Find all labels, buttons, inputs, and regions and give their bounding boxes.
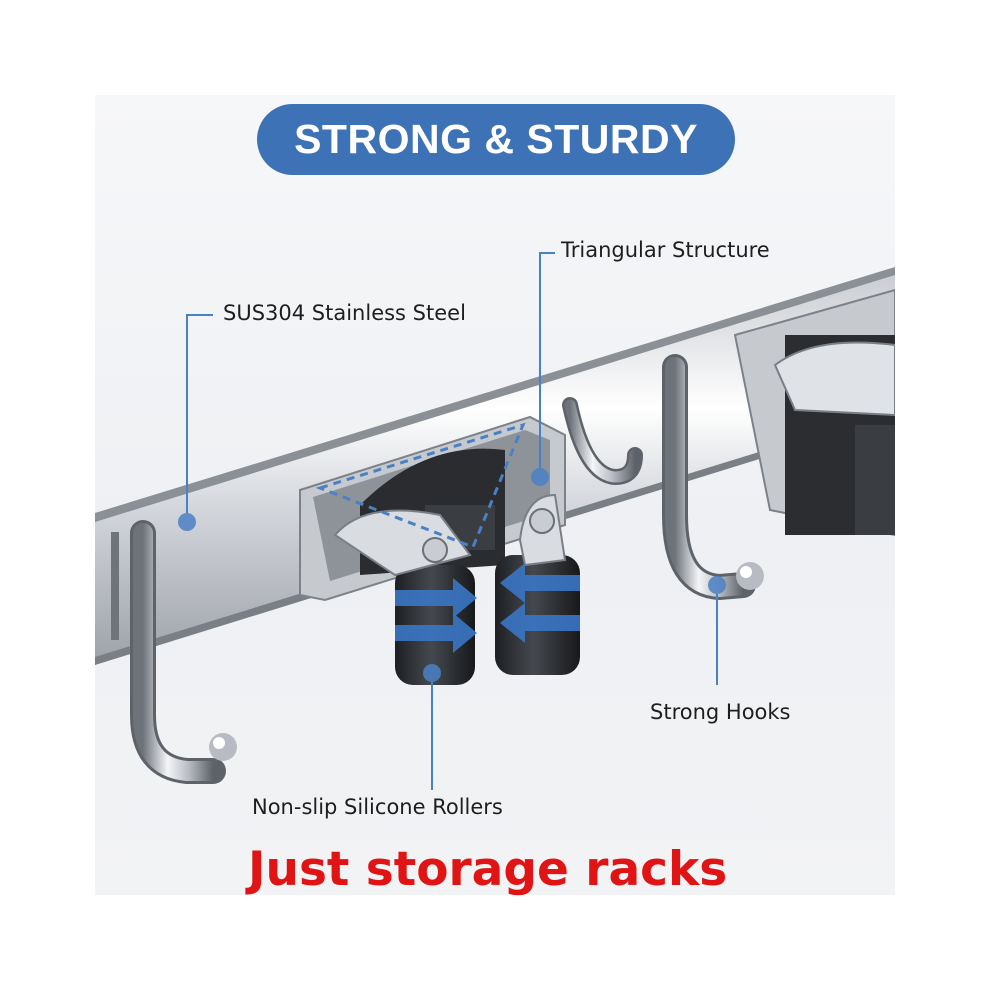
left-hook [111, 520, 237, 784]
small-hook [562, 397, 643, 486]
center-clamp [299, 415, 580, 685]
product-photo-panel [95, 95, 895, 895]
storage-rack-illustration [95, 252, 895, 790]
callout-steel: SUS304 Stainless Steel [223, 301, 466, 325]
footer-caption: Just storage racks [248, 842, 728, 897]
title-text: STRONG & STURDY [294, 116, 698, 162]
callout-rollers: Non-slip Silicone Rollers [252, 795, 503, 819]
callout-lines [186, 252, 718, 790]
title-banner: STRONG & STURDY [257, 104, 735, 175]
right-clamp [733, 288, 895, 537]
callout-hooks: Strong Hooks [650, 700, 791, 724]
callout-triangle: Triangular Structure [561, 238, 770, 262]
callout-markers [178, 468, 726, 682]
